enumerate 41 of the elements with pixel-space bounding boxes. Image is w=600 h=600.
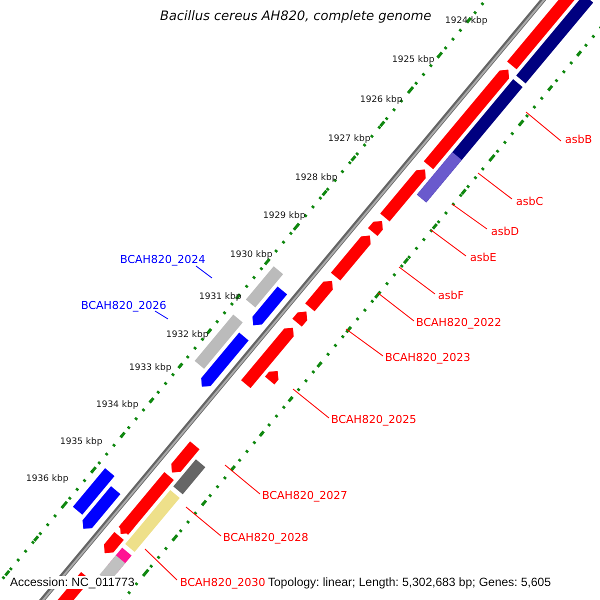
scale-label: 1925 kbp bbox=[392, 56, 434, 66]
gene-label: asbD bbox=[491, 226, 519, 238]
gene-label: asbF bbox=[438, 290, 464, 302]
scale-label: 1932 kbp bbox=[166, 331, 208, 341]
gene-label: asbC bbox=[516, 196, 544, 208]
leader-line bbox=[346, 328, 384, 356]
leader-line bbox=[196, 266, 212, 278]
scale-label: 1934 kbp bbox=[96, 401, 138, 411]
scale-label: 1933 kbp bbox=[129, 364, 172, 374]
scale-label: 1924 kbp bbox=[445, 17, 488, 27]
leader-line bbox=[224, 464, 260, 494]
genome-info-text: Topology: linear; Length: 5,302,683 bp; Genes: 5,605 bbox=[268, 576, 551, 590]
leader-line bbox=[378, 292, 414, 322]
scale-label: 1926 kbp bbox=[360, 96, 402, 106]
scale-label: 1936 kbp bbox=[26, 475, 68, 485]
leader-line bbox=[154, 310, 168, 320]
gene-label: BCAH820_2023 bbox=[385, 352, 470, 364]
gene-label: BCAH820_2022 bbox=[416, 317, 502, 330]
gene-label: BCAH820_2028 bbox=[223, 532, 308, 544]
leader-line bbox=[478, 172, 512, 200]
leader-line bbox=[452, 204, 488, 230]
scale-label: 1929 kbp bbox=[263, 212, 306, 222]
gene-label: BCAH820_2024 bbox=[120, 254, 206, 266]
leader-line bbox=[292, 388, 330, 418]
scale-label: 1930 kbp bbox=[230, 251, 272, 261]
leader-line bbox=[144, 548, 178, 580]
title: Bacillus cereus AH820, complete genome bbox=[160, 10, 432, 24]
leader-line bbox=[186, 506, 222, 536]
scale-label: 1935 kbp bbox=[60, 438, 102, 448]
leader-line bbox=[398, 266, 436, 294]
gene-label: BCAH820_2030 bbox=[180, 577, 266, 590]
gene-label: BCAH820_2027 bbox=[262, 490, 348, 502]
gene-label: asbE bbox=[470, 252, 496, 264]
scale-label: 1927 kbp bbox=[328, 135, 370, 145]
leader-line bbox=[430, 230, 466, 256]
leader-line bbox=[526, 112, 562, 142]
gene-label: asbB bbox=[565, 134, 592, 146]
accession-text: Accession: NC_011773 bbox=[10, 576, 135, 590]
gene-label: BCAH820_2026 bbox=[81, 300, 166, 312]
scale-label: 1928 kbp bbox=[295, 174, 338, 184]
gene-label: BCAH820_2025 bbox=[331, 414, 416, 426]
